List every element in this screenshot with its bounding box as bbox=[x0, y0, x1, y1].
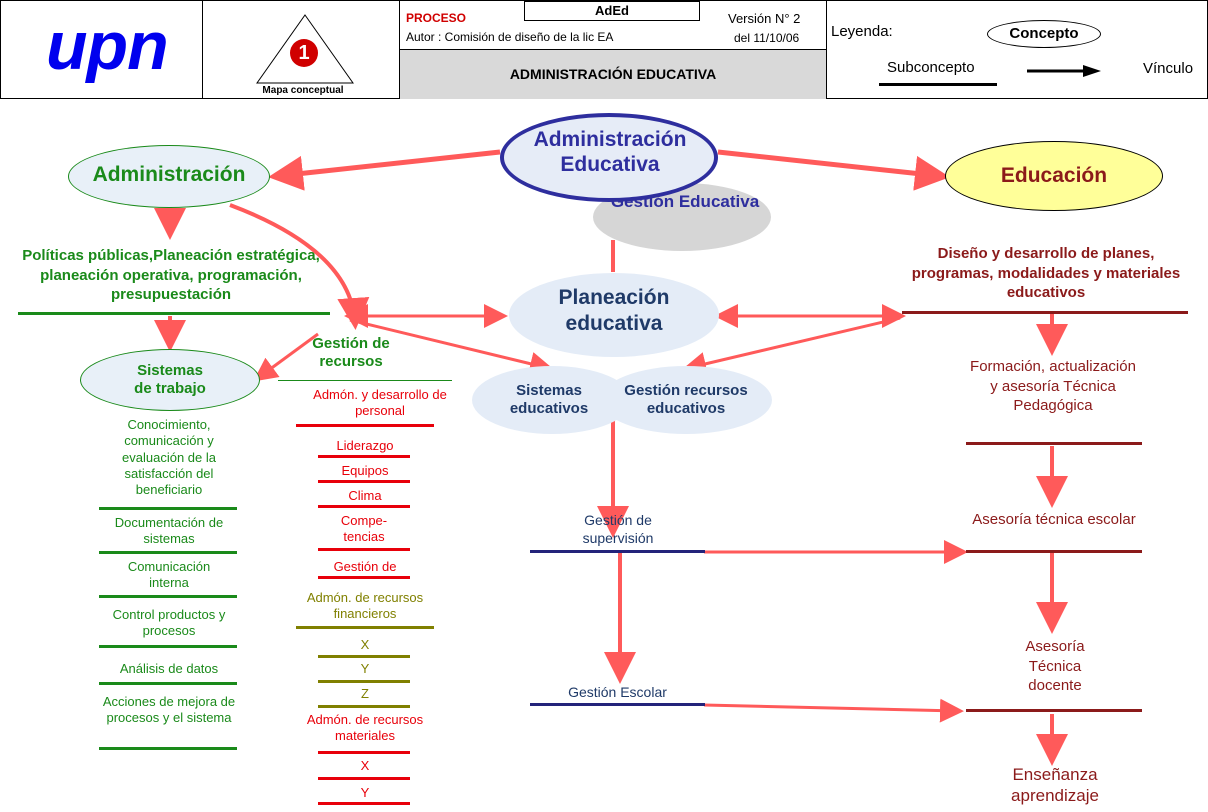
list-item: Equipos bbox=[341, 463, 389, 478]
logo: upn bbox=[46, 8, 169, 84]
list-item-underline bbox=[296, 626, 434, 629]
badge-caption: Mapa conceptual bbox=[262, 85, 344, 96]
date: del 11/10/06 bbox=[734, 31, 800, 45]
list-item: Gestión de bbox=[333, 559, 397, 574]
gestion-supervision-label: Gestión de supervisión bbox=[582, 512, 654, 546]
legend-subconcept-line bbox=[879, 83, 997, 86]
gestion-recursos-educativos-label: Gestión recursos educativos bbox=[624, 382, 748, 417]
list-item-underline bbox=[99, 551, 237, 554]
proceso-label: PROCESO bbox=[406, 11, 467, 25]
legend-label: Leyenda: bbox=[831, 23, 893, 40]
list-item: Liderazgo bbox=[336, 438, 394, 453]
legend-concept: Concepto bbox=[987, 20, 1101, 48]
version: Versión N° 2 bbox=[728, 11, 801, 26]
list-item-underline bbox=[318, 680, 410, 683]
list-item: Documentación de sistemas bbox=[114, 515, 224, 547]
list-item-underline bbox=[318, 455, 410, 458]
educacion-node bbox=[945, 141, 1163, 211]
list-item: Clima bbox=[348, 488, 382, 503]
list-item-underline bbox=[99, 682, 237, 685]
list-item: Compe-tencias bbox=[340, 513, 388, 545]
list-item: Z bbox=[361, 686, 369, 701]
recursos-materiales-header: Admón. de recursos materiales bbox=[306, 712, 424, 744]
gestion-supervision-underline bbox=[530, 550, 705, 553]
legend-arrow-icon bbox=[1027, 65, 1101, 77]
logo-cell: upn bbox=[0, 0, 203, 99]
sistemas-educativos-label: Sistemas educativos bbox=[509, 382, 589, 417]
legend-cell: Leyenda: Concepto Subconcepto Vínculo bbox=[826, 0, 1208, 99]
list-item: X bbox=[360, 758, 370, 773]
planeacion-node bbox=[509, 273, 719, 357]
list-item-underline bbox=[318, 576, 410, 579]
administracion-label: Administración bbox=[92, 163, 246, 186]
formacion-underline bbox=[966, 442, 1142, 445]
process-title: ADMINISTRACIÓN EDUCATIVA bbox=[400, 49, 826, 99]
list-item-underline bbox=[318, 505, 410, 508]
diseno-underline bbox=[902, 311, 1188, 314]
gestion-escolar-underline bbox=[530, 703, 705, 706]
list-item-underline bbox=[318, 777, 410, 780]
admin-educativa-node bbox=[500, 113, 718, 202]
ensenanza-label: Enseñanza aprendizaje bbox=[1011, 765, 1099, 806]
administracion-node bbox=[68, 145, 270, 208]
legend-subconcept: Subconcepto bbox=[887, 59, 975, 76]
planeacion-label: Planeación educativa bbox=[558, 286, 670, 336]
gestion-recursos-underline bbox=[278, 380, 452, 381]
list-item: Control productos y procesos bbox=[112, 607, 226, 639]
admin-educativa-label: Administración Educativa bbox=[533, 128, 687, 176]
list-item-underline bbox=[296, 424, 434, 427]
asesoria-escolar-label: Asesoría técnica escolar bbox=[972, 511, 1136, 528]
educacion-label: Educación bbox=[1000, 164, 1108, 187]
process-cell: PROCESO AdEd Versión N° 2 Autor : Comisi… bbox=[399, 0, 827, 99]
badge-cell: 1 Mapa conceptual bbox=[202, 0, 400, 99]
gestion-recursos-educativos-node bbox=[600, 366, 772, 434]
list-item-underline bbox=[99, 595, 237, 598]
list-item-underline bbox=[99, 507, 237, 510]
politicas-label: Políticas públicas,Planeación estratégic… bbox=[22, 247, 320, 303]
list-item-underline bbox=[318, 705, 410, 708]
sistemas-trabajo-node bbox=[80, 349, 260, 411]
list-item: Conocimiento, comunicación y evaluación … bbox=[122, 417, 216, 497]
list-item: X bbox=[360, 637, 370, 652]
gestion-escolar-label: Gestión Escolar bbox=[568, 684, 667, 700]
list-item-underline bbox=[318, 480, 410, 483]
asesoria-docente-label: Asesoría Técnica docente bbox=[1025, 638, 1085, 694]
asesoria-docente-underline bbox=[966, 709, 1142, 712]
asesoria-escolar-underline bbox=[966, 550, 1142, 553]
list-item: Y bbox=[360, 785, 370, 800]
formacion-label: Formación, actualización y asesoría Técn… bbox=[970, 358, 1136, 414]
legend-link: Vínculo bbox=[1143, 60, 1194, 77]
list-item: Acciones de mejora de procesos y el sist… bbox=[102, 694, 236, 726]
list-item: Análisis de datos bbox=[119, 661, 219, 676]
politicas-underline bbox=[18, 312, 330, 315]
author: Autor : Comisión de diseño de la lic EA bbox=[406, 30, 614, 44]
list-item-underline bbox=[318, 548, 410, 551]
sistemas-trabajo-label: Sistemas de trabajo bbox=[134, 362, 206, 397]
diseno-label: Diseño y desarrollo de planes, programas… bbox=[911, 245, 1181, 301]
list-item: Comunicación interna bbox=[127, 559, 211, 591]
badge-number: 1 bbox=[290, 39, 318, 67]
list-item-underline bbox=[318, 802, 410, 805]
list-item-underline bbox=[99, 747, 237, 750]
recursos-financieros-header: Admón. de recursos financieros bbox=[306, 590, 424, 622]
list-item-underline bbox=[99, 645, 237, 648]
list-item: Y bbox=[360, 661, 370, 676]
list-item-underline bbox=[318, 655, 410, 658]
recursos-personal-header: Admón. y desarrollo de personal bbox=[313, 387, 447, 419]
list-item-underline bbox=[318, 751, 410, 754]
gestion-recursos-label: Gestión de recursos bbox=[312, 335, 390, 370]
process-code: AdEd bbox=[524, 1, 700, 21]
